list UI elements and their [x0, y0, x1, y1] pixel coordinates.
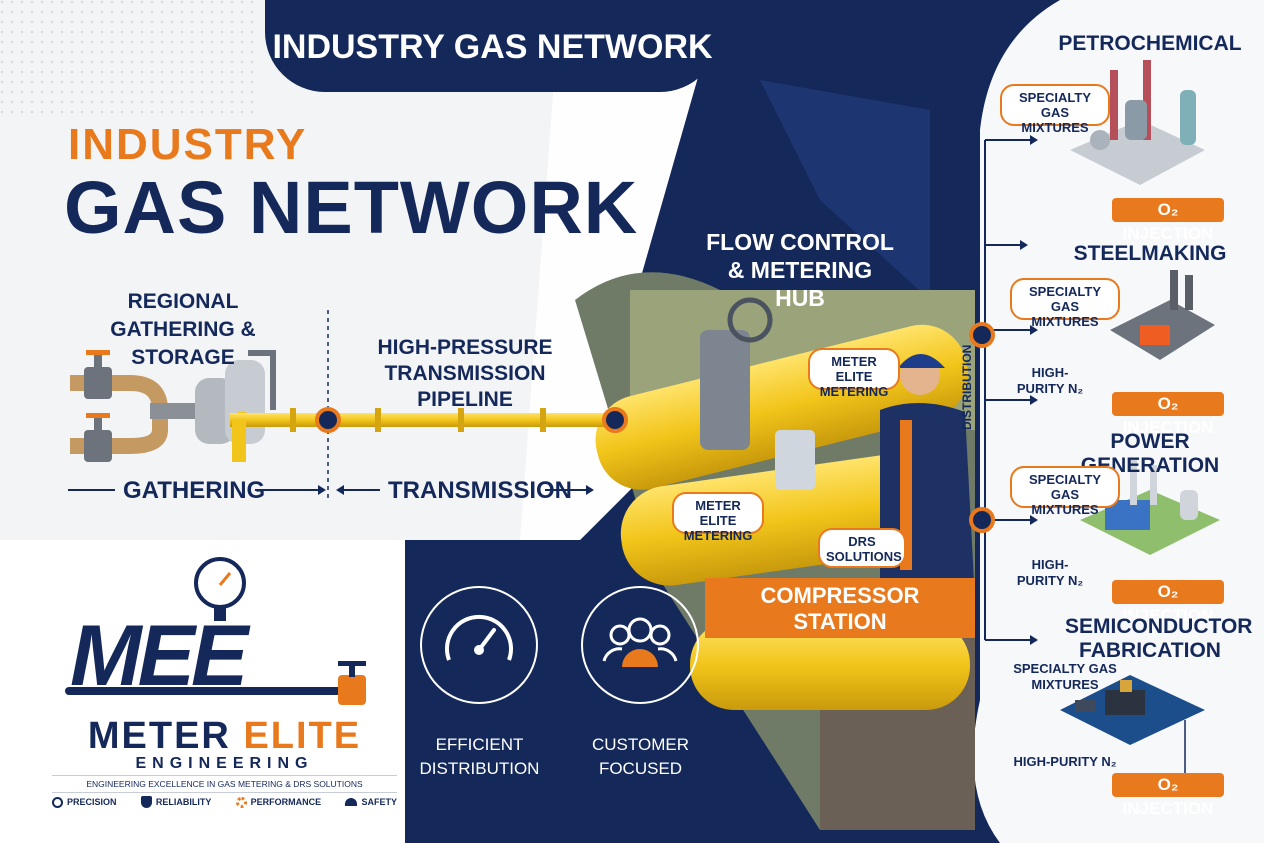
shield-icon — [140, 796, 152, 808]
power-specialty-label: SPECIALTY GAS MIXTURES — [1010, 466, 1120, 517]
power-injection-badge: O₂ INJECTION — [1112, 580, 1224, 625]
feature-customer-label: CUSTOMER FOCUSED — [592, 735, 689, 778]
compressor-station-label: COMPRESSOR STATION — [760, 583, 920, 634]
steelmaking-injection-badge: O₂ INJECTION — [1112, 392, 1224, 437]
feature-customer-focused: CUSTOMER FOCUSED — [578, 585, 703, 781]
semiconductor-purity-label: HIGH-PURITY N₂ — [1013, 754, 1117, 769]
brand-name-meter: METER — [87, 715, 231, 757]
people-icon — [581, 586, 699, 704]
drs-solutions-callout: DRS SOLUTIONS — [818, 528, 906, 568]
power-purity-label: HIGH-PURITY N₂ — [1016, 557, 1084, 588]
steelmaking-specialty-label: SPECIALTY GAS MIXTURES — [1010, 278, 1120, 329]
valve-icon — [338, 661, 366, 705]
gauge-icon — [420, 586, 538, 704]
top-banner — [265, 0, 720, 92]
value-safety: SAFETY — [345, 797, 397, 807]
meter-elite-callout-left: METER ELITE METERING — [672, 492, 764, 543]
semiconductor-injection-badge: O₂ INJECTION — [1112, 773, 1224, 818]
industry-title-steelmaking: STEELMAKING — [1073, 242, 1227, 265]
semiconductor-illustration — [1060, 675, 1205, 745]
brand-values: PRECISION RELIABILITY PERFORMANCE SAFETY — [52, 796, 397, 808]
regional-gathering-label: REGIONAL GATHERING & STORAGE — [110, 290, 256, 369]
brand-name: METER ELITE — [52, 715, 397, 758]
feature-efficient-distribution: EFFICIENT DISTRIBUTION — [412, 585, 547, 781]
transmission-pipeline-label: HIGH-PRESSURE TRANSMISSION PIPELINE — [377, 336, 553, 411]
meter-elite-callout-top: METER ELITE METERING — [808, 348, 900, 399]
hero-title-line1: INDUSTRY — [68, 120, 308, 169]
brand-name-elite: ELITE — [243, 715, 362, 757]
gear-icon — [235, 796, 247, 808]
steelmaking-illustration — [1110, 270, 1215, 360]
petrochemical-specialty-label: SPECIALTY GAS MIXTURES — [1000, 84, 1110, 135]
brand-subtitle: ENGINEERING — [135, 755, 314, 772]
value-precision: PRECISION — [52, 796, 117, 808]
hardhat-icon — [345, 798, 358, 806]
gathering-arrow-label: GATHERING — [123, 477, 266, 504]
feature-efficient-label: EFFICIENT DISTRIBUTION — [419, 735, 540, 778]
steelmaking-purity-label: HIGH-PURITY N₂ — [1016, 365, 1084, 396]
pressure-gauge-icon — [194, 557, 246, 621]
transmission-arrow-label: TRANSMISSION — [388, 477, 573, 504]
precision-icon — [52, 796, 63, 808]
brand-logo: MEE — [65, 555, 400, 715]
metering-hub-label: FLOW CONTROL & METERING HUB — [706, 229, 894, 311]
semiconductor-specialty-label: SPECIALTY GAS MIXTURES — [1013, 661, 1117, 692]
hero-title-line2: GAS NETWORK — [64, 166, 639, 249]
distribution-label: DISTRIBUTION — [960, 344, 974, 430]
banner-title: INDUSTRY GAS NETWORK — [272, 28, 713, 66]
value-reliability: RELIABILITY — [140, 796, 211, 808]
industry-title-petrochemical: PETROCHEMICAL — [1058, 32, 1242, 55]
brand-tagline: ENGINEERING EXCELLENCE IN GAS METERING &… — [52, 775, 397, 793]
petrochemical-illustration — [1070, 60, 1205, 185]
petrochemical-injection-badge: O₂ INJECTION — [1112, 198, 1224, 243]
value-performance: PERFORMANCE — [235, 796, 321, 808]
industry-title-semiconductor: SEMICONDUCTOR FABRICATION — [1065, 615, 1253, 662]
